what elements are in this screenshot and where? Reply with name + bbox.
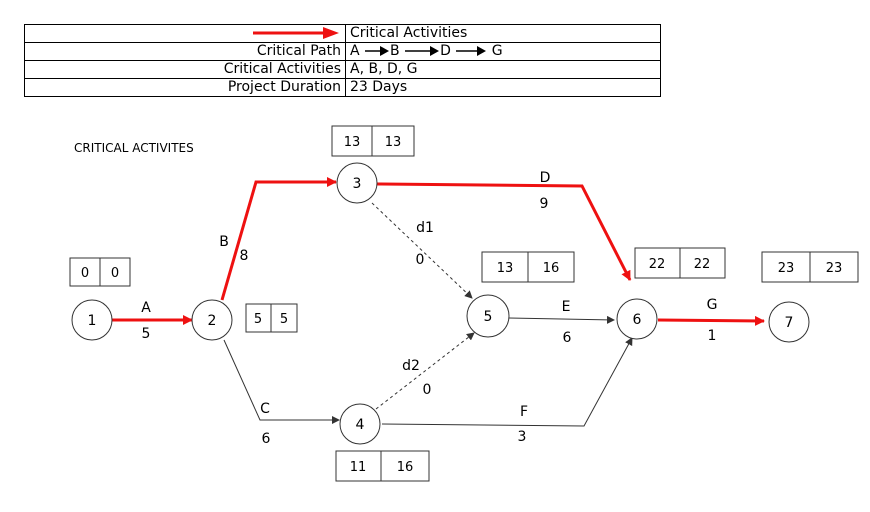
activity-a-label: A: [141, 300, 151, 316]
project-duration-value: 23 Days: [345, 78, 661, 97]
activity-g-arrow: [657, 315, 765, 326]
earliest-time: 22: [649, 257, 666, 272]
activity-a-duration: 5: [142, 326, 151, 342]
legend-row-critical-path: Critical Path A B D G: [24, 42, 661, 61]
node-2: 2: [191, 299, 233, 341]
critical-path-value: A B D G: [345, 42, 661, 61]
node-label: 2: [208, 313, 217, 329]
node-5: 5: [466, 294, 510, 338]
node-5-time-box: 13 16: [481, 251, 575, 283]
latest-time: 13: [385, 135, 402, 150]
node-label: 5: [484, 309, 493, 325]
latest-time: 22: [694, 257, 711, 272]
earliest-time: 11: [350, 460, 367, 475]
activity-d-duration: 9: [540, 196, 549, 212]
dummy-d1-label: d1: [416, 220, 434, 236]
latest-time: 16: [397, 460, 414, 475]
earliest-time: 23: [778, 261, 795, 276]
critical-path-step: D: [440, 43, 451, 59]
activity-b-label: B: [219, 234, 229, 250]
dummy-d1-duration: 0: [416, 252, 425, 268]
arrow-right-icon: [365, 46, 390, 56]
activity-e-duration: 6: [563, 330, 572, 346]
node-1-time-box: 0 0: [69, 257, 131, 287]
activity-b-duration: 8: [240, 248, 249, 264]
critical-path-label: Critical Path: [24, 42, 346, 61]
legend-row-key: Critical Activities: [24, 24, 661, 43]
node-label: 6: [633, 312, 642, 328]
critical-path-step: B: [390, 43, 400, 59]
node-6-time-box: 22 22: [634, 247, 726, 279]
arrow-right-icon: [456, 46, 487, 56]
activity-c-label: C: [260, 401, 270, 417]
dummy-d2-arrow: [375, 332, 475, 410]
activity-g-label: G: [707, 297, 718, 313]
legend-table: Critical Activities Critical Path A B D …: [24, 24, 661, 97]
earliest-time: 13: [344, 135, 361, 150]
arrow-right-icon: [405, 46, 440, 56]
project-duration-label: Project Duration: [24, 78, 346, 97]
activity-e-label: E: [562, 299, 571, 315]
node-6: 6: [616, 298, 658, 340]
activity-b-arrow: [220, 177, 337, 301]
node-4-time-box: 11 16: [335, 450, 430, 482]
latest-time: 5: [280, 312, 288, 327]
earliest-time: 5: [254, 312, 262, 327]
node-4: 4: [339, 403, 381, 445]
activity-c-duration: 6: [262, 431, 271, 447]
legend-row-duration: Project Duration 23 Days: [24, 78, 661, 97]
node-label: 1: [88, 313, 97, 329]
activity-e-arrow: [508, 315, 615, 324]
latest-time: 0: [111, 266, 119, 281]
node-7: 7: [768, 301, 810, 343]
dummy-d1-arrow: [371, 202, 473, 299]
activity-g-duration: 1: [708, 328, 717, 344]
legend-key-text: Critical Activities: [345, 24, 661, 43]
dummy-d2-label: d2: [402, 358, 420, 374]
node-label: 7: [785, 315, 794, 331]
activity-d-arrow: [376, 182, 632, 281]
latest-time: 16: [543, 261, 560, 276]
activity-f-duration: 3: [518, 429, 527, 445]
node-1: 1: [71, 299, 113, 341]
node-3: 3: [336, 162, 378, 204]
node-label: 4: [356, 417, 365, 433]
latest-time: 23: [826, 261, 843, 276]
node-7-time-box: 23 23: [761, 251, 859, 283]
node-label: 3: [353, 176, 362, 192]
critical-path-step: A: [350, 43, 360, 59]
activity-d-label: D: [540, 170, 551, 186]
critical-path-step: G: [491, 43, 503, 59]
activity-f-label: F: [520, 404, 528, 420]
diagram-title: CRITICAL ACTIVITES: [74, 141, 194, 155]
dummy-d2-duration: 0: [423, 382, 432, 398]
critical-arrow-icon: [253, 27, 339, 39]
node-3-time-box: 13 13: [331, 125, 415, 157]
earliest-time: 13: [497, 261, 514, 276]
activity-c-arrow: [223, 339, 340, 424]
earliest-time: 0: [81, 266, 89, 281]
node-2-time-box: 5 5: [245, 303, 298, 333]
activity-f-arrow: [381, 337, 633, 427]
critical-activities-label: Critical Activities: [24, 60, 346, 79]
